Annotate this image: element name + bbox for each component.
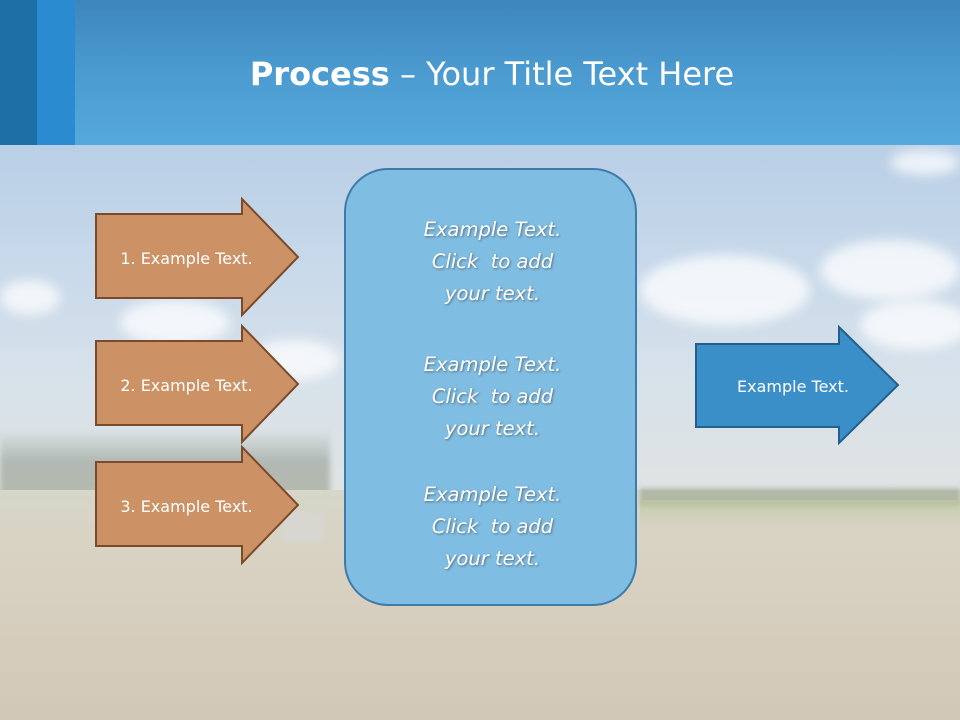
center-text-line: Example Text. xyxy=(423,483,562,506)
center-text-box[interactable]: Example Text. Click to add your text. Ex… xyxy=(344,168,637,606)
center-text-line: your text. xyxy=(444,547,541,570)
center-text-line: Click to add xyxy=(431,385,554,408)
process-arrow-label: 1. Example Text. xyxy=(120,248,253,268)
process-arrow-3[interactable]: 3. Example Text. xyxy=(95,444,300,566)
center-text-line: Example Text. xyxy=(423,353,562,376)
process-arrow-label: 3. Example Text. xyxy=(120,496,253,516)
banner-accent-bar xyxy=(37,0,75,145)
center-text-line: your text. xyxy=(444,417,541,440)
result-arrow[interactable]: Example Text. xyxy=(695,324,900,446)
arrow-shape xyxy=(95,444,300,566)
background-cloud xyxy=(0,280,60,315)
center-text-line: Example Text. xyxy=(423,218,562,241)
background-cloud xyxy=(120,300,230,345)
process-arrow-2[interactable]: 2. Example Text. xyxy=(95,323,300,445)
center-text-line: your text. xyxy=(444,282,541,305)
slide-title-rest: – Your Title Text Here xyxy=(389,55,735,93)
process-arrow-label: 2. Example Text. xyxy=(120,375,253,395)
arrow-shape xyxy=(695,324,900,446)
arrow-shape xyxy=(95,323,300,445)
center-text-block-2: Example Text. Click to add your text. xyxy=(346,349,639,445)
center-text-block-1: Example Text. Click to add your text. xyxy=(346,214,639,310)
background-cloud xyxy=(640,255,810,325)
arrow-shape xyxy=(95,196,300,318)
background-tractor xyxy=(282,512,324,542)
center-text-line: Click to add xyxy=(431,250,554,273)
slide-title[interactable]: Process – Your Title Text Here xyxy=(0,52,960,96)
title-banner xyxy=(0,0,960,145)
slide-title-bold: Process xyxy=(249,55,390,93)
center-text-line: Click to add xyxy=(431,515,554,538)
process-arrow-1[interactable]: 1. Example Text. xyxy=(95,196,300,318)
background-cloud xyxy=(820,240,960,300)
background-cloud xyxy=(890,150,960,175)
background-grass xyxy=(640,500,960,530)
banner-accent-bar xyxy=(0,0,37,145)
center-text-block-3: Example Text. Click to add your text. xyxy=(346,479,639,575)
background-cloud xyxy=(860,300,960,350)
result-arrow-label: Example Text. xyxy=(737,376,849,396)
